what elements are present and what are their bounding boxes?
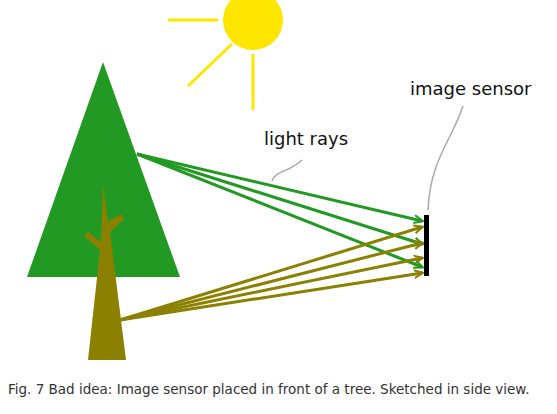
- label: light rays: [264, 128, 348, 149]
- green-light-rays: [137, 154, 422, 267]
- image-sensor: [424, 215, 429, 276]
- leader-line: [428, 106, 463, 210]
- leader-line: [272, 160, 302, 181]
- sun: [168, 0, 283, 110]
- olive-light-rays: [120, 227, 422, 320]
- label: image sensor: [410, 78, 531, 99]
- tree-trunk: [84, 185, 126, 360]
- caption: Fig. 7 Bad idea: Image sensor placed in …: [8, 381, 529, 397]
